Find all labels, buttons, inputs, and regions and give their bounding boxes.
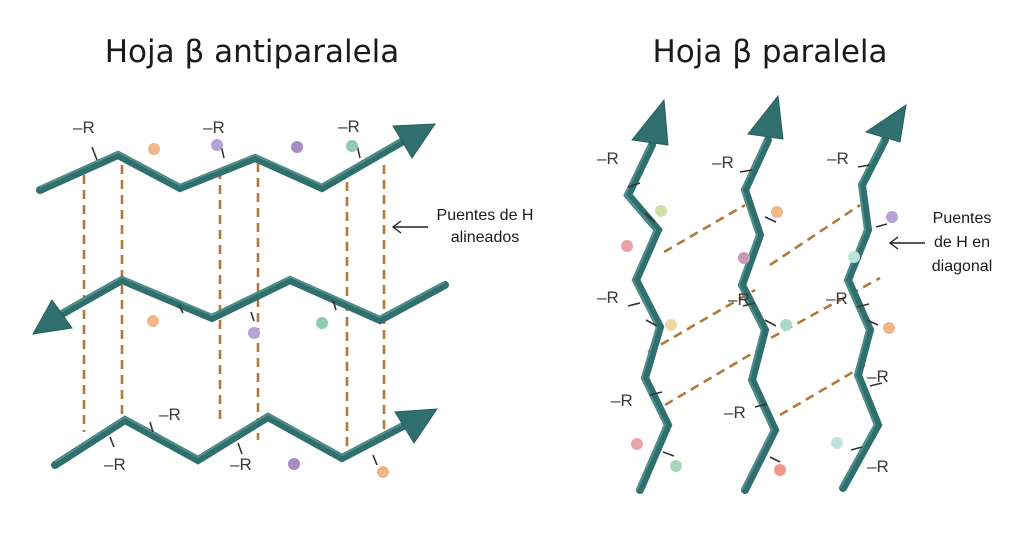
side-chain-dot bbox=[848, 251, 860, 263]
antiparallel-sheet: –R –R –R –R –R –R Puentes de H alineados bbox=[32, 117, 534, 478]
r-label: –R bbox=[104, 455, 126, 474]
side-chain-dot bbox=[147, 315, 159, 327]
left-title: Hoja β antiparalela bbox=[105, 34, 400, 70]
strand-bottom bbox=[51, 408, 438, 469]
r-label: –R bbox=[203, 118, 225, 137]
parallel-sheet: –R –R –R –R –R –R –R –R –R –R Puentes de… bbox=[597, 94, 993, 494]
side-chain-dot bbox=[665, 319, 677, 331]
r-label: –R bbox=[712, 153, 734, 172]
side-chain-dot bbox=[883, 322, 895, 334]
r-label: –R bbox=[728, 290, 750, 309]
side-chain-dot bbox=[377, 466, 389, 478]
strand-parallel-2 bbox=[737, 94, 784, 494]
annotation-line: de H en bbox=[934, 234, 990, 251]
side-chain-dots-left bbox=[147, 139, 389, 478]
diagonal-hbond-annotation: Puentes de H en diagonal bbox=[888, 210, 993, 275]
r-label: –R bbox=[611, 391, 633, 410]
r-label: –R bbox=[159, 405, 181, 424]
annotation-line: Puentes de H bbox=[437, 207, 534, 224]
side-chain-dot bbox=[655, 205, 667, 217]
side-chain-ticks-right bbox=[627, 164, 888, 463]
r-label: –R bbox=[230, 455, 252, 474]
right-title: Hoja β paralela bbox=[652, 34, 887, 70]
side-chain-dot bbox=[670, 460, 682, 472]
r-label: –R bbox=[826, 289, 848, 308]
r-label: –R bbox=[338, 117, 360, 136]
side-chain-dot bbox=[316, 317, 328, 329]
r-labels-left: –R –R –R –R –R –R bbox=[73, 117, 360, 474]
side-chain-dot bbox=[886, 211, 898, 223]
side-chain-dot bbox=[288, 458, 300, 470]
side-chain-dot bbox=[346, 140, 358, 152]
r-label: –R bbox=[597, 149, 619, 168]
side-chain-dot bbox=[211, 139, 223, 151]
side-chain-dot bbox=[631, 438, 643, 450]
side-chain-dot bbox=[621, 240, 633, 252]
side-chain-dot bbox=[248, 327, 260, 339]
strand-parallel-3 bbox=[839, 103, 907, 492]
r-label: –R bbox=[867, 457, 889, 476]
r-label: –R bbox=[827, 149, 849, 168]
aligned-hbond-annotation: Puentes de H alineados bbox=[391, 207, 534, 246]
side-chain-dots-right bbox=[621, 205, 898, 476]
strand-top bbox=[36, 123, 436, 194]
annotation-line: alineados bbox=[451, 229, 520, 246]
side-chain-dot bbox=[771, 206, 783, 218]
r-label: –R bbox=[73, 118, 95, 137]
side-chain-dot bbox=[774, 464, 786, 476]
annotation-line: diagonal bbox=[932, 258, 993, 275]
side-chain-dot bbox=[738, 252, 750, 264]
side-chain-dot bbox=[148, 143, 160, 155]
side-chain-dot bbox=[780, 319, 792, 331]
side-chain-ticks-left bbox=[91, 144, 378, 466]
r-labels-right: –R –R –R –R –R –R –R –R –R –R bbox=[597, 149, 889, 476]
annotation-line: Puentes bbox=[933, 210, 992, 227]
side-chain-dot bbox=[291, 141, 303, 153]
strand-parallel-1 bbox=[623, 98, 673, 494]
side-chain-dot bbox=[831, 437, 843, 449]
r-label: –R bbox=[724, 403, 746, 422]
r-label: –R bbox=[867, 367, 889, 386]
strand-middle bbox=[32, 275, 449, 335]
diagonal-hbonds bbox=[647, 203, 881, 417]
r-label: –R bbox=[597, 288, 619, 307]
